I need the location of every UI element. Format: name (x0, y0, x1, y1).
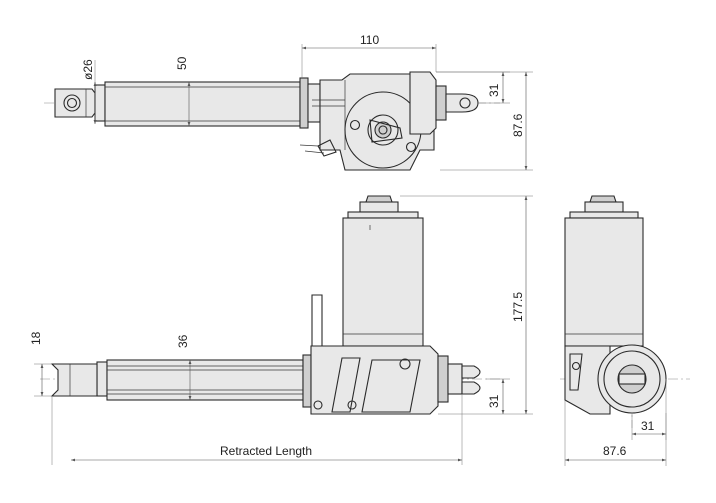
front-view: 18 36 177.5 31 Retracted Length (29, 195, 533, 465)
side-round-boss (597, 344, 667, 414)
side-motor (564, 195, 644, 347)
top-front-eye (409, 71, 479, 135)
front-tube (96, 354, 312, 408)
front-rod-eye (447, 363, 481, 395)
front-motor (342, 195, 424, 347)
top-rear-clevis (54, 88, 96, 118)
dim-front-rod-diameter: 18 (29, 331, 43, 345)
top-view: ø26 50 110 31 87.6 (44, 33, 533, 171)
dim-front-tube: 36 (176, 334, 190, 348)
top-tube (94, 77, 321, 129)
dim-retracted-length: Retracted Length (220, 444, 312, 458)
top-motor-disc (344, 91, 422, 169)
dim-side-offset: 31 (641, 419, 655, 433)
dim-top-height: 50 (175, 56, 189, 70)
dim-top-width: 87.6 (511, 113, 525, 137)
dim-top-diameter: ø26 (81, 59, 95, 80)
dim-side-width: 87.6 (603, 444, 627, 458)
dim-front-height: 177.5 (511, 292, 525, 322)
dim-top-offset: 31 (487, 83, 501, 97)
dim-front-offset: 31 (487, 394, 501, 408)
front-gearbox (310, 345, 449, 415)
dim-top-length: 110 (360, 33, 379, 47)
side-view: 31 87.6 (560, 195, 690, 466)
